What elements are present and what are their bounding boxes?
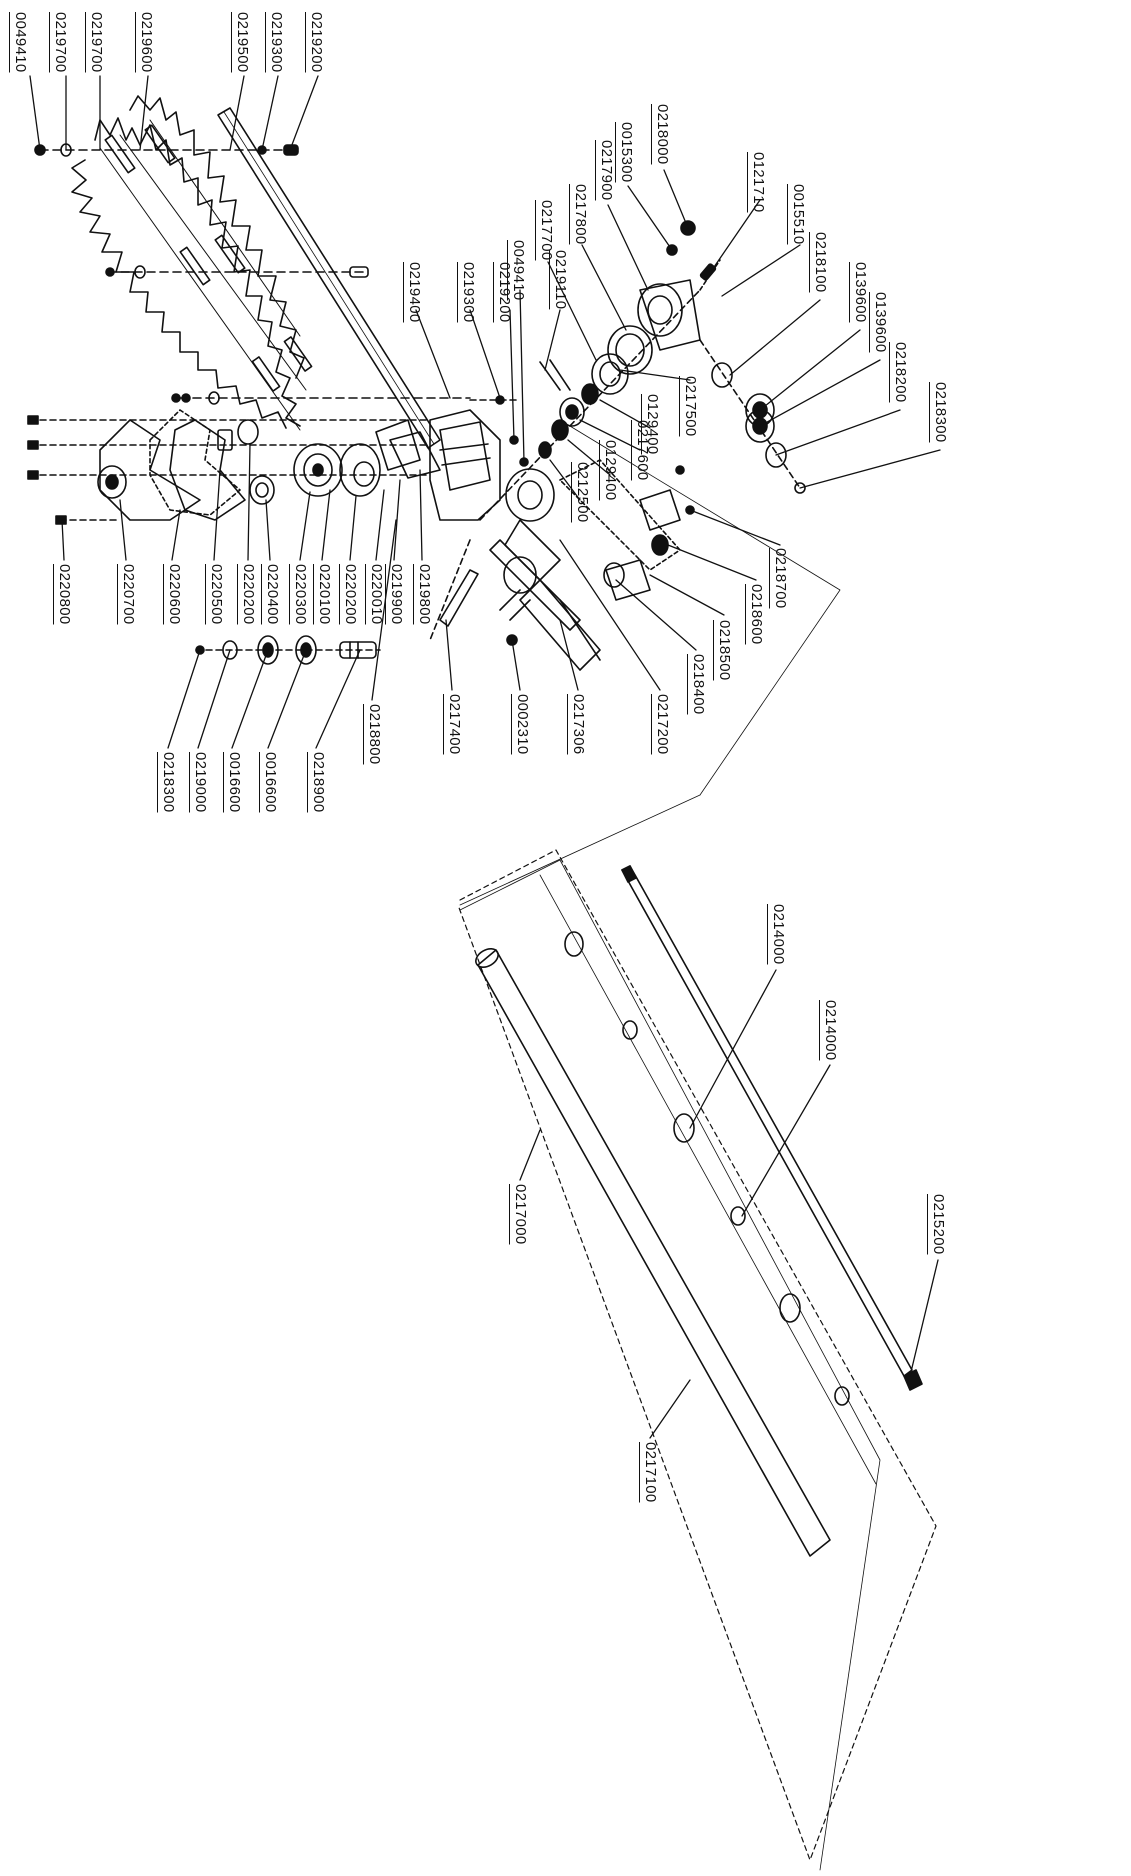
gear-housing xyxy=(430,396,560,580)
label-0218400: 0218400 xyxy=(690,654,707,715)
guide-bar xyxy=(218,108,440,448)
label-0218000: 0218000 xyxy=(654,104,671,165)
label-0214000-a: 0214000 xyxy=(770,904,787,965)
label-0217200: 0217200 xyxy=(654,694,671,755)
top-fastener-row xyxy=(35,144,470,404)
label-0016600-a: 0016600 xyxy=(226,752,243,813)
label-0121710: 0121710 xyxy=(750,152,767,213)
label-0218600: 0218600 xyxy=(748,584,765,645)
label-0219110: 0219110 xyxy=(552,250,569,310)
label-0004410-top: 0049410 xyxy=(12,12,29,73)
label-0220600: 0220600 xyxy=(166,564,183,625)
label-0220200-b: 0220200 xyxy=(240,564,257,625)
label-0219200-mid: 0219200 xyxy=(496,262,513,323)
label-0219800: 0219800 xyxy=(416,564,433,625)
label-0219500: 0219500 xyxy=(234,12,251,73)
cutter-blades xyxy=(72,96,312,430)
label-0220010: 0220010 xyxy=(368,564,385,625)
leader-lines xyxy=(30,76,940,1438)
label-0214000-b: 0214000 xyxy=(822,1000,839,1061)
label-0212500: 0212500 xyxy=(574,462,591,523)
label-0217700: 0217700 xyxy=(538,200,555,261)
label-0217500: 0217500 xyxy=(682,376,699,437)
label-0217600: 0217600 xyxy=(634,420,651,481)
label-0139600-a: 0139600 xyxy=(852,262,869,323)
label-0217306: 0217306 xyxy=(570,694,587,755)
label-0129400-b: 0129400 xyxy=(602,440,619,501)
label-0218800: 0218800 xyxy=(366,704,383,765)
label-0220800: 0220800 xyxy=(56,564,73,625)
label-0219700-a: 0219700 xyxy=(52,12,69,73)
label-0219300-mid: 0219300 xyxy=(460,262,477,323)
label-0218900: 0218900 xyxy=(310,752,327,813)
label-0217900: 0217900 xyxy=(598,140,615,201)
label-0218500: 0218500 xyxy=(716,620,733,681)
label-0220300: 0220300 xyxy=(292,564,309,625)
bearing-stack xyxy=(196,636,380,664)
label-0219400-mid: 0219400 xyxy=(406,262,423,323)
label-0016600-b: 0016600 xyxy=(262,752,279,813)
label-0218300-bottom: 0218300 xyxy=(160,752,177,813)
label-0219000: 0219000 xyxy=(192,752,209,813)
label-0217800: 0217800 xyxy=(572,184,589,245)
label-0015510: 0015510 xyxy=(790,184,807,245)
label-0129400-a: 0129400 xyxy=(644,394,661,455)
label-0219200-top: 0219200 xyxy=(308,12,325,73)
label-0217000: 0217000 xyxy=(512,1184,529,1245)
label-0218700: 0218700 xyxy=(772,548,789,609)
label-0015300: 0015300 xyxy=(618,122,635,183)
label-0219700-b: 0219700 xyxy=(88,12,105,73)
label-0218200: 0218200 xyxy=(892,342,909,403)
label-0220500: 0220500 xyxy=(208,564,225,625)
label-0215200: 0215200 xyxy=(930,1194,947,1255)
label-0218100: 0218100 xyxy=(812,232,829,293)
gear-case-parts xyxy=(28,394,440,524)
shaft-assembly xyxy=(458,420,936,1870)
label-0220400: 0220400 xyxy=(264,564,281,625)
label-0002310: 0002310 xyxy=(514,694,531,755)
label-0220100: 0220100 xyxy=(316,564,333,625)
label-0139600-b: 0139600 xyxy=(872,292,889,353)
label-0220200-a: 0220200 xyxy=(342,564,359,625)
label-0217400: 0217400 xyxy=(446,694,463,755)
label-0217100: 0217100 xyxy=(642,1442,659,1503)
label-0219600: 0219600 xyxy=(138,12,155,73)
label-0049410-mid: 0049410 xyxy=(510,240,527,301)
label-0220700: 0220700 xyxy=(120,564,137,625)
label-0219300-top: 0219300 xyxy=(268,12,285,73)
label-0219900: 0219900 xyxy=(388,564,405,625)
handle-parts xyxy=(430,460,694,670)
label-0218300-top: 0218300 xyxy=(932,382,949,443)
